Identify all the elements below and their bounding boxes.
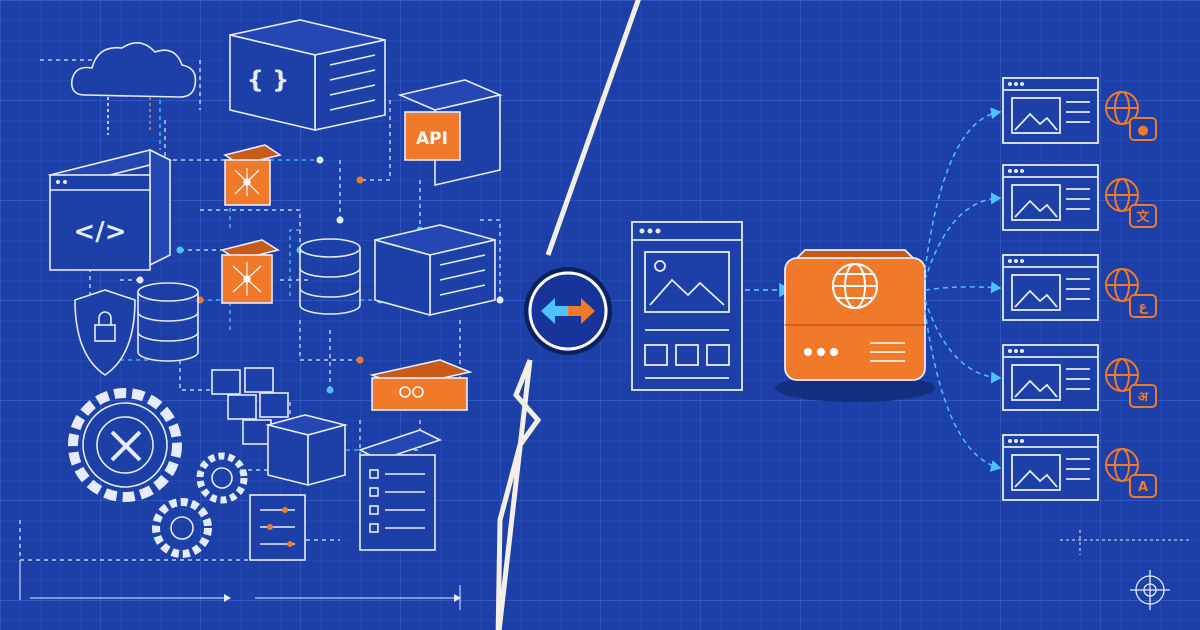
code-glyph: </> [73,217,126,247]
server-rack [374,224,496,317]
language-badge [1129,204,1157,228]
globe-icon [1105,448,1139,482]
language-badge [1129,294,1157,318]
output-connectors [924,107,1002,472]
right-flow: ● 文 ع अ A [631,77,1190,610]
small-gear-icon [196,452,248,504]
translation-server [775,249,935,402]
swap-arrows-icon [524,267,612,355]
lightning-divider [495,0,641,630]
globe-icon [1105,178,1139,212]
localized-page-2: 文 [1002,164,1157,231]
api-block: API [397,79,503,187]
corner-marks [1060,530,1190,555]
database-icon-left [137,282,199,362]
localized-page-4: अ [1002,344,1157,411]
network-cube-2 [219,239,281,304]
language-badge [1129,117,1157,141]
left-system-cluster: </> { } API [19,19,504,610]
localized-page-3: ع [1002,254,1157,321]
crosshair-icon [1130,570,1170,610]
cloud-icon [70,42,197,135]
dimension-lines [19,560,461,610]
settings-panel [249,494,306,561]
security-shield-icon [74,289,136,376]
language-badge-glyph: अ [1138,390,1149,405]
storage-box [264,414,349,487]
localized-page-5: A [1002,434,1157,501]
language-badge-glyph: A [1138,480,1148,495]
language-badge-glyph: ● [1137,123,1148,138]
source-web-page [631,221,743,391]
braces-glyph: { } [247,66,290,94]
api-label: API [416,129,448,149]
small-gear-icon-2 [152,498,212,558]
localized-pages: ● 文 ع अ A [1002,77,1157,501]
network-cube-1 [223,144,282,206]
json-server-block: { } [229,19,386,132]
language-badge-glyph: 文 [1136,209,1150,225]
checklist-document [357,429,443,551]
cube-cluster [211,367,289,445]
globe-icon [1105,268,1139,302]
localized-page-1: ● [1002,77,1157,144]
globe-icon [832,263,878,309]
router-box [369,359,473,411]
main-gear-tools-icon [68,388,182,502]
language-badge-glyph: ع [1139,300,1149,315]
language-badge [1129,474,1157,498]
database-icon-center [299,238,361,315]
globe-icon [1105,358,1139,392]
code-editor-window: </> [47,148,173,271]
language-badge [1129,384,1157,408]
globe-icon [1105,91,1139,125]
